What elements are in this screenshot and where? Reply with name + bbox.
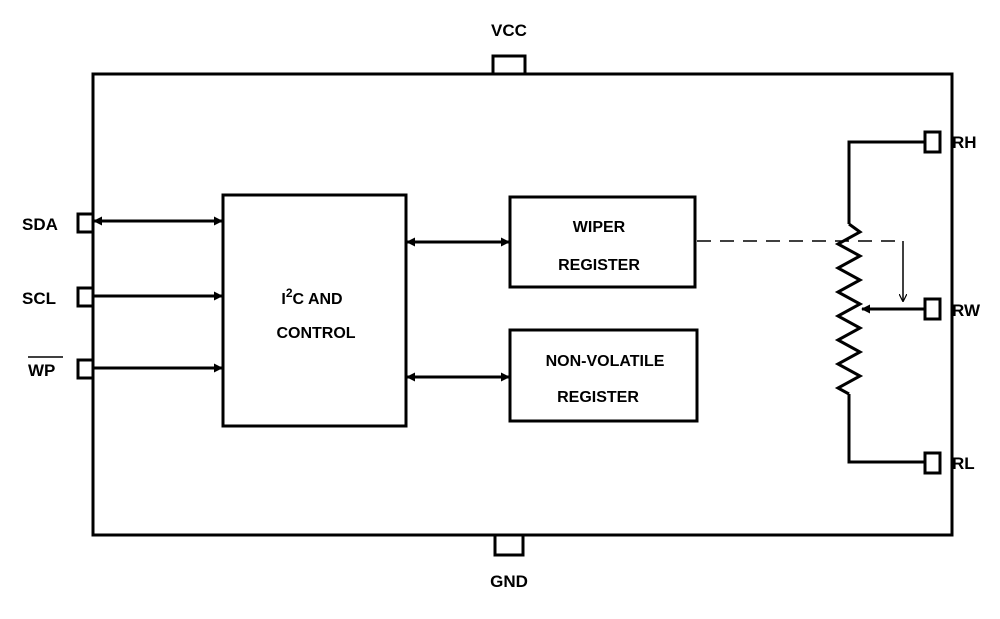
- i2c-control-label-line1: I2C AND: [281, 286, 342, 308]
- vcc-label: VCC: [491, 21, 527, 40]
- wiper-register-label-line1: WIPER: [573, 219, 626, 236]
- gnd-label: GND: [490, 572, 528, 591]
- resistor-element: [834, 222, 864, 396]
- wp-label: WP: [28, 361, 55, 380]
- scl-pin: [76, 286, 95, 308]
- wp-pin: [76, 358, 95, 380]
- rh-label: RH: [952, 133, 977, 152]
- rh-pin: [923, 130, 942, 154]
- i2c-control-block: [221, 193, 408, 428]
- rw-pin: [923, 297, 942, 321]
- rl-pin: [923, 451, 942, 475]
- nonvolatile-register-label-line1: NON-VOLATILE: [546, 353, 665, 370]
- rl-wire: [847, 394, 925, 464]
- i2c-control-label-line2: CONTROL: [276, 325, 355, 342]
- gnd-pin: [493, 533, 525, 557]
- vcc-pin: [491, 54, 527, 76]
- sda-label: SDA: [22, 215, 58, 234]
- rw-label: RW: [952, 301, 981, 320]
- wiper-register-block: [508, 195, 697, 289]
- rh-wire: [847, 140, 925, 224]
- rl-label: RL: [952, 454, 975, 473]
- scl-label: SCL: [22, 289, 56, 308]
- nonvolatile-register-block: [508, 328, 699, 423]
- nonvolatile-register-label-line2: REGISTER: [557, 389, 639, 406]
- sda-pin: [76, 212, 95, 234]
- wiper-register-label-line2: REGISTER: [558, 257, 640, 274]
